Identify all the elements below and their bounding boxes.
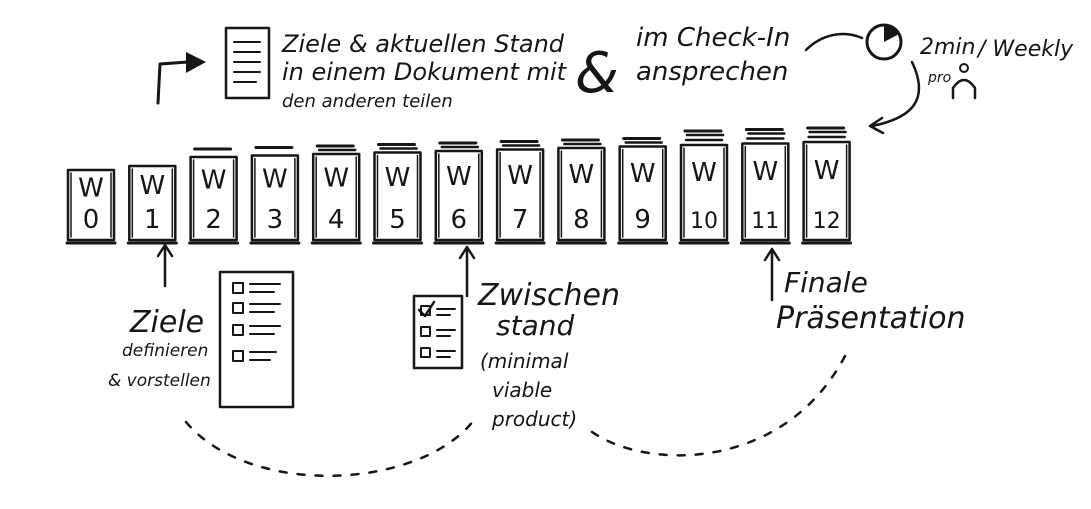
week-letter: W [691, 158, 717, 188]
week-letter: W [323, 164, 349, 194]
clock-icon [865, 23, 903, 61]
week-card-frame [434, 149, 484, 242]
week-card-1: W1 [126, 164, 178, 245]
connector-squiggle [804, 32, 864, 52]
week-card-frame [741, 142, 790, 242]
interim-checklist-icon [412, 294, 464, 370]
week-letter: W [814, 156, 840, 186]
week-card-9: W9 [617, 137, 669, 245]
week-card-5: W5 [372, 143, 423, 245]
share-note-line2: in einem Dokument mit [282, 58, 568, 86]
week-card-frame [250, 154, 300, 242]
week-letter: W [630, 159, 656, 189]
week-card-frame [311, 152, 361, 242]
week-letter: W [201, 166, 227, 196]
week-letter: W [78, 174, 104, 204]
week-letter: W [446, 162, 472, 192]
week-card-frame [557, 146, 606, 242]
week-number: 0 [83, 205, 100, 235]
week-card-4: W4 [310, 144, 362, 245]
interim-line5: product) [491, 407, 577, 431]
week-letter: W [507, 161, 533, 191]
arrow-week11 [763, 247, 781, 302]
week-card-frame [618, 145, 667, 242]
interim-line4: viable [492, 378, 552, 402]
week-card-3: W3 [249, 146, 301, 245]
corner-arrow-icon [156, 52, 206, 105]
checkin-line1: im Check-In [636, 23, 790, 53]
week-letter: W [262, 165, 288, 195]
week-number: 11 [751, 209, 779, 234]
week-number: 10 [690, 209, 718, 234]
goals-line3: & vorstellen [108, 371, 211, 391]
goals-line2: definieren [122, 341, 208, 361]
week-card-8: W8 [555, 138, 607, 245]
week-number: 1 [144, 205, 161, 235]
week-card-frame [189, 155, 238, 242]
week-letter: W [385, 163, 411, 193]
arrow-week6 [458, 245, 476, 298]
week-card-frame [66, 168, 116, 242]
interim-line2: stand [496, 309, 574, 342]
week-card-12: W 12 [801, 126, 853, 245]
week-number: 2 [205, 205, 222, 235]
week-card-frame [495, 148, 545, 242]
curved-arrow-to-week12 [868, 60, 921, 135]
weekly-label: / Weekly [976, 37, 1074, 62]
week-letter: W [139, 171, 165, 201]
interim-line1: Zwischen [477, 278, 620, 313]
week-card-2: W2 [188, 147, 240, 245]
goals-title: Ziele [129, 305, 204, 340]
dashed-arc-interim-to-final [590, 348, 850, 457]
checkin-line2: ansprechen [636, 57, 788, 87]
week-card-frame [802, 140, 851, 242]
person-icon [951, 63, 977, 100]
week-card-7: W7 [494, 140, 546, 245]
week-card-6: W6 [433, 141, 485, 245]
week-card-10: W 10 [678, 129, 730, 245]
week-number: 8 [573, 205, 590, 235]
share-note-line3: den anderen teilen [282, 91, 453, 112]
document-icon [224, 26, 271, 100]
goals-checklist-icon [218, 270, 295, 409]
week-letter: W [569, 160, 595, 190]
week-number: 12 [813, 209, 841, 234]
week-number: 4 [328, 205, 345, 235]
time-label: 2min [920, 35, 975, 60]
final-line1: Finale [784, 266, 868, 299]
per-label: pro [927, 70, 951, 86]
week-number: 6 [451, 205, 468, 235]
week-number: 5 [389, 205, 406, 235]
interim-line3: (minimal [480, 349, 569, 373]
week-number: 7 [512, 205, 529, 235]
week-card-frame [679, 143, 729, 242]
ampersand: & [575, 41, 619, 106]
final-line2: Präsentation [776, 301, 966, 336]
week-number: 9 [634, 205, 651, 235]
week-card-frame [128, 164, 177, 242]
dashed-arc-goals-to-interim [184, 418, 476, 478]
week-card-0: W0 [65, 168, 117, 245]
week-card-11: W 11 [739, 128, 791, 245]
week-number: 3 [267, 205, 284, 235]
share-note-line1: Ziele & aktuellen Stand [281, 30, 565, 58]
week-letter: W [752, 157, 778, 187]
week-card-frame [373, 151, 422, 242]
arrow-week1 [156, 243, 174, 288]
